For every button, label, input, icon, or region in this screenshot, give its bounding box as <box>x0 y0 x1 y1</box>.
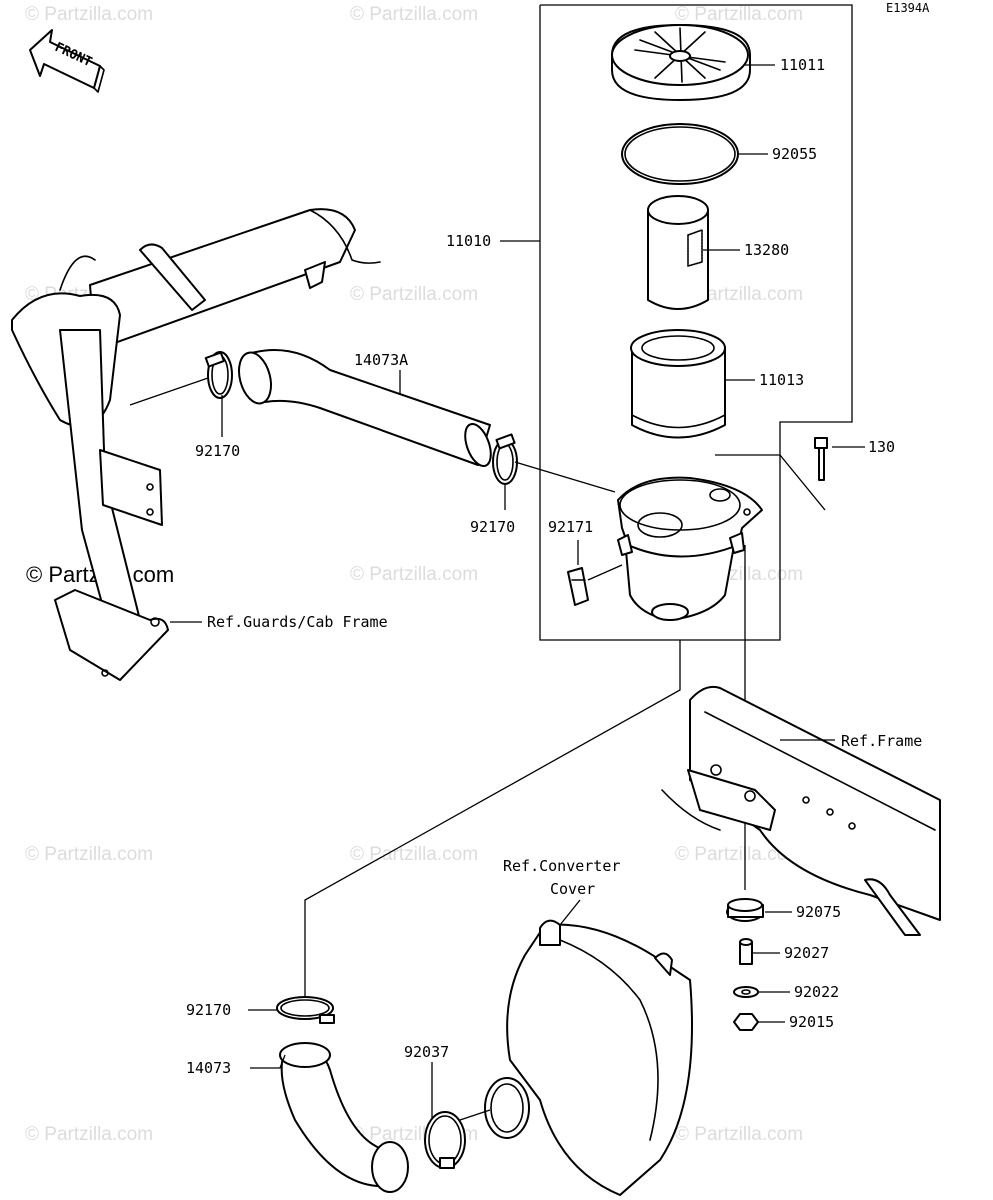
watermark: © Partzilla.com <box>350 564 478 585</box>
part-label-11010: 11010 <box>446 232 491 250</box>
air-intake-hose-upper <box>238 349 492 468</box>
part-label-92170-c: 92170 <box>186 1001 231 1019</box>
part-label-13280: 13280 <box>744 241 789 259</box>
part-label-14073A: 14073A <box>354 351 408 369</box>
part-label-92170-a: 92170 <box>195 442 240 460</box>
leader-lines <box>129 64 865 1121</box>
part-label-92055: 92055 <box>772 145 817 163</box>
retaining-clip <box>567 567 589 606</box>
pre-filter-sleeve <box>647 195 709 310</box>
mounting-bolt <box>814 437 828 481</box>
main-frame <box>661 685 941 936</box>
part-label-92037: 92037 <box>404 1043 449 1061</box>
ref-converter-cover: Cover <box>550 880 595 898</box>
air-intake-hose-lower <box>279 1042 409 1193</box>
cab-frame <box>11 208 381 681</box>
part-label-11011: 11011 <box>780 56 825 74</box>
watermark: © Partzilla.com <box>25 844 153 865</box>
assembly-bracket <box>539 4 853 641</box>
part-label-92170-b: 92170 <box>470 518 515 536</box>
front-arrow-icon: FRONT <box>29 29 105 93</box>
collar <box>739 938 753 965</box>
part-label-92027: 92027 <box>784 944 829 962</box>
washer <box>733 986 759 998</box>
o-ring-seal <box>621 123 739 185</box>
watermark: © Partzilla.com <box>675 1124 803 1145</box>
part-label-92075: 92075 <box>796 903 841 921</box>
filter-element <box>630 329 726 439</box>
air-cleaner-cap <box>611 24 751 101</box>
part-label-130: 130 <box>868 438 895 456</box>
hose-clamp-92037 <box>424 1111 466 1169</box>
watermark: © Partzilla.com <box>350 844 478 865</box>
part-label-14073: 14073 <box>186 1059 231 1077</box>
part-label-92171: 92171 <box>548 518 593 536</box>
air-cleaner-housing <box>617 476 763 621</box>
part-labels: 11011 92055 13280 11010 11013 14073A 130… <box>186 56 895 1077</box>
part-label-92022: 92022 <box>794 983 839 1001</box>
hose-clamp-92170-c <box>276 996 335 1024</box>
part-label-92015: 92015 <box>789 1013 834 1031</box>
nut <box>733 1013 759 1031</box>
ref-guards-cab-frame: Ref.Guards/Cab Frame <box>207 613 388 631</box>
ref-frame: Ref.Frame <box>841 732 922 750</box>
part-label-11013: 11013 <box>759 371 804 389</box>
hose-clamp-92170-a <box>204 351 233 399</box>
reference-labels: Ref.Guards/Cab Frame Ref.Frame Ref.Conve… <box>207 613 922 898</box>
watermark: © Partzilla.com <box>350 284 478 305</box>
diagram-code: E1394A <box>886 1 930 15</box>
watermark: © Partzilla.com <box>25 4 153 25</box>
watermark: © Partzilla.com <box>350 4 478 25</box>
watermark: © Partzilla.com <box>675 844 803 865</box>
ref-converter: Ref.Converter <box>503 857 620 875</box>
grommet <box>726 898 764 922</box>
hose-clamp-92170-b <box>492 433 518 485</box>
watermark: © Partzilla.com <box>675 4 803 25</box>
converter-cover <box>484 919 693 1196</box>
watermark: © Partzilla.com <box>25 1124 153 1145</box>
